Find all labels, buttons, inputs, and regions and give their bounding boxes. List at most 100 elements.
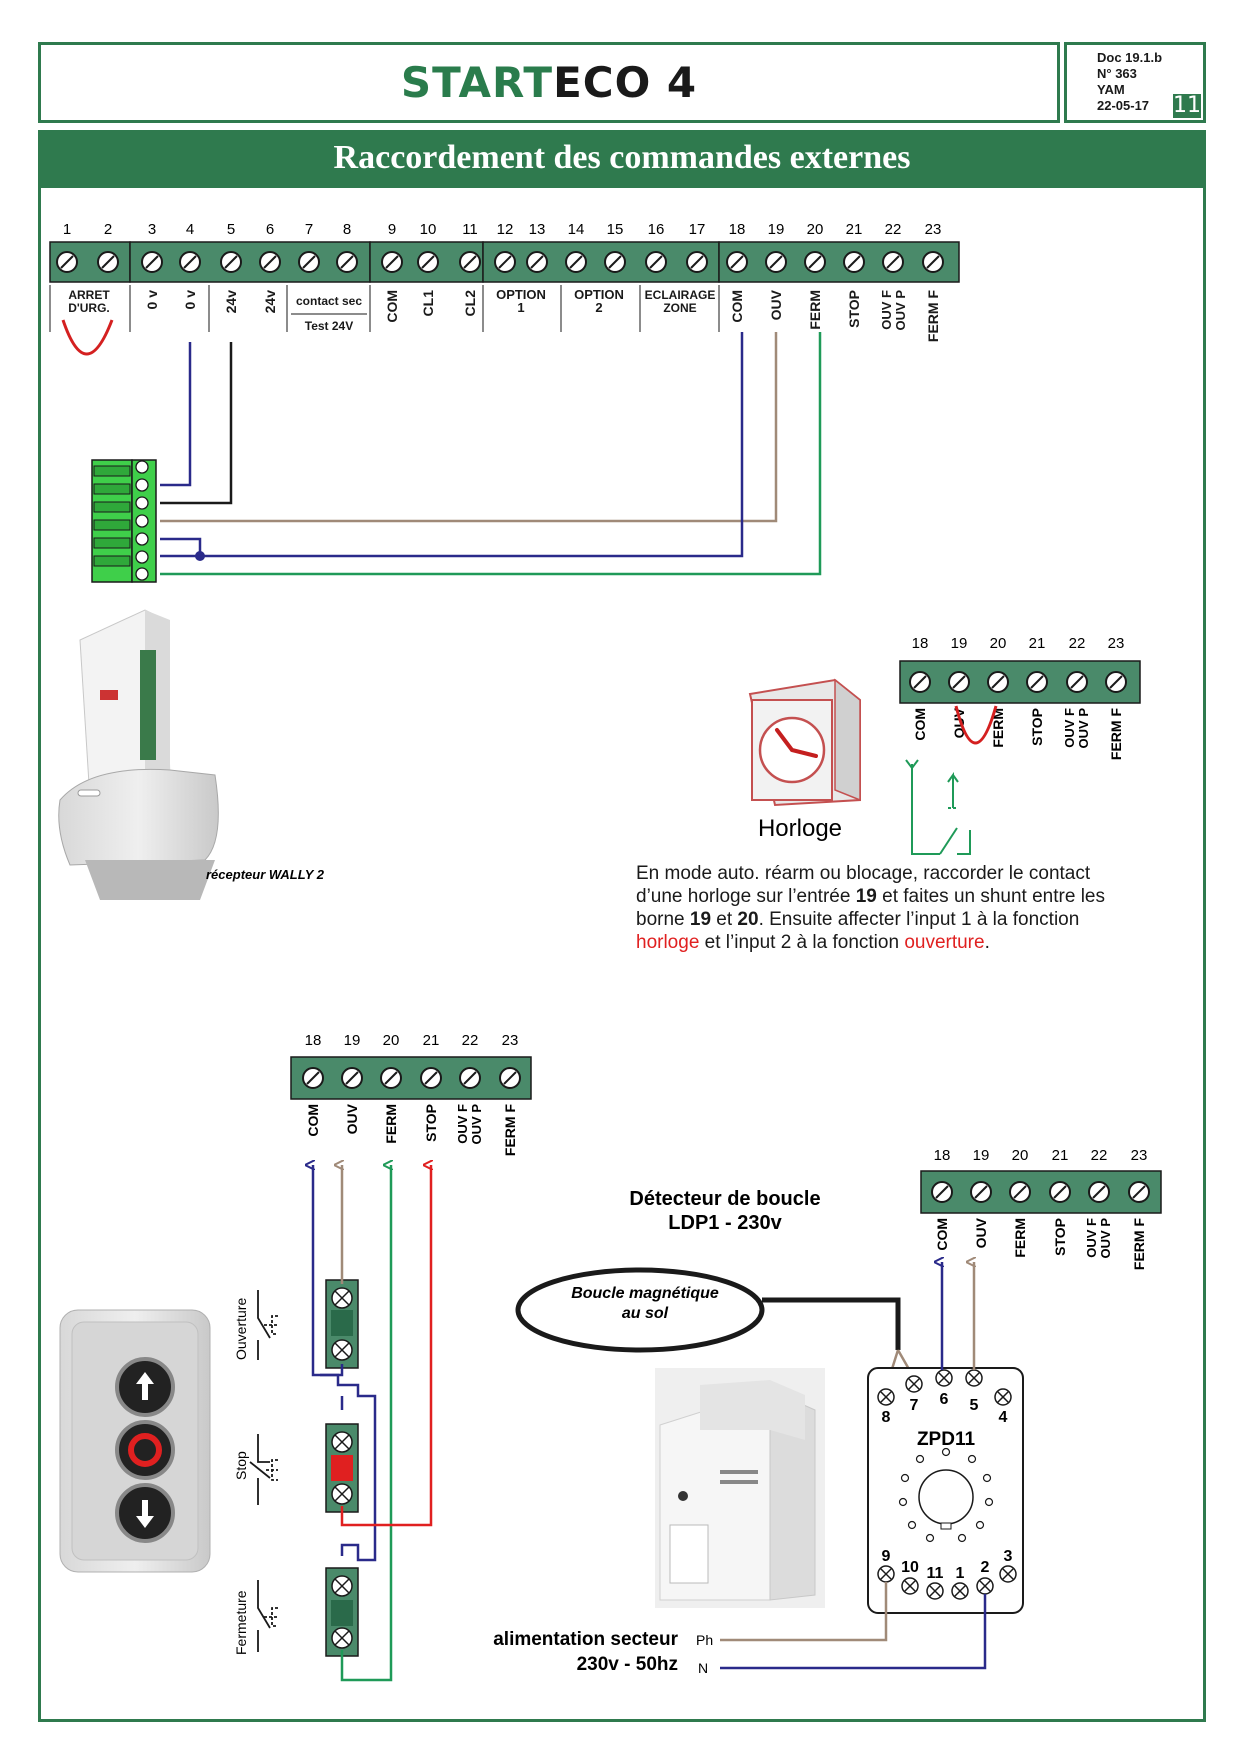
pin-8: 8 [882, 1409, 891, 1426]
desc-2b: 19 [855, 886, 877, 907]
term-num: 7 [305, 221, 313, 238]
label-com-18: COM [729, 290, 745, 323]
pin-11: 11 [927, 1565, 944, 1582]
label-fermeture: Fermeture [233, 1590, 249, 1655]
term-num: 18 [912, 635, 929, 652]
term-num: 19 [344, 1032, 361, 1049]
term-num: 8 [343, 221, 351, 238]
label-fermf: FERM F [1108, 708, 1124, 761]
desc-3c: et [711, 909, 738, 930]
label-ouvf: OUV F [1084, 1218, 1099, 1258]
term-num: 21 [1029, 635, 1046, 652]
desc-line-2: d’une horloge sur l’entrée 19 et faites … [636, 885, 1196, 908]
term-num: 22 [885, 221, 902, 238]
clock-description: En mode auto. réarm ou blocage, raccorde… [636, 862, 1196, 954]
term-num: 5 [227, 221, 235, 238]
loop-block-labels: COM OUV FERM STOP OUV F OUV P FERM F [934, 1217, 1147, 1270]
label-ouv: OUV [973, 1217, 989, 1248]
term-num: 20 [1012, 1147, 1029, 1164]
clock-terminal-block [899, 660, 1141, 704]
desc-line-1: En mode auto. réarm ou blocage, raccorde… [636, 863, 1091, 884]
label-24v-5: 24v [223, 290, 239, 314]
label-ouv: OUV [344, 1103, 360, 1134]
desc-2c: et faites un shunt entre les [876, 886, 1105, 907]
label-ferm-20: FERM [807, 290, 823, 330]
terminal-block-3-8 [129, 241, 371, 283]
label-fermf: FERM F [1131, 1218, 1147, 1271]
term-num: 23 [1108, 635, 1125, 652]
push-button-station [59, 1309, 211, 1573]
label-ouverture: Ouverture [233, 1298, 249, 1360]
terminal-block-18-23 [718, 241, 960, 283]
term-num: 23 [502, 1032, 519, 1049]
wire-ferm [160, 332, 822, 576]
desc-4a: horloge [636, 932, 700, 953]
buttons-block-numbers: 18 19 20 21 22 23 [305, 1032, 519, 1049]
doc-date: 22-05-17 [1097, 98, 1150, 113]
relay-name: ZPD11 [917, 1429, 976, 1450]
term-num: 4 [186, 221, 194, 238]
label-com: COM [934, 1218, 950, 1251]
desc-3b: 19 [689, 909, 712, 930]
label-ferm: FERM [990, 708, 1006, 748]
terminal-block-12-17 [482, 241, 720, 283]
loop-terminal-block [920, 1170, 1162, 1214]
label-24v-6: 24v [262, 290, 278, 314]
pin-5: 5 [970, 1397, 979, 1414]
push-button-terminals [325, 1279, 359, 1657]
term-num: 16 [648, 221, 665, 238]
term-num: 9 [388, 221, 396, 238]
loop-label-2: au sol [622, 1305, 669, 1322]
term-num: 13 [529, 221, 546, 238]
desc-4c: ouverture [904, 932, 985, 953]
wire-24v [160, 342, 233, 505]
terminal-screws-top [56, 251, 944, 273]
term-num: 18 [305, 1032, 322, 1049]
label-eclairage: ECLAIRAGE [645, 288, 716, 302]
supply-label-2: 230v - 50hz [577, 1654, 678, 1675]
magnetic-loop [515, 1267, 765, 1353]
label-com: COM [305, 1104, 321, 1137]
wire-neutral [720, 1594, 987, 1670]
label-stop-21: STOP [846, 290, 862, 328]
loop-title-1: Détecteur de boucle [629, 1188, 820, 1210]
wire-0v [160, 342, 192, 487]
wire-ferm [340, 1165, 391, 1682]
switch-symbols [249, 1290, 278, 1652]
term-num: 6 [266, 221, 274, 238]
desc-4d: . [984, 932, 990, 953]
wire-junction [195, 551, 205, 561]
label-option2: OPTION [574, 287, 624, 302]
label-ferm: FERM [1012, 1218, 1028, 1258]
term-num: 22 [462, 1032, 479, 1049]
neutral-label: N [698, 1660, 708, 1676]
top-labels: ARRET D'URG. 0 v 0 v 24v 24v contact sec… [68, 287, 941, 342]
doc-author: YAM [1097, 82, 1125, 97]
pin-3: 3 [1004, 1548, 1013, 1565]
label-ferm: FERM [383, 1104, 399, 1144]
loop-label-1: Boucle magnétique [571, 1285, 719, 1302]
label-cl2: CL2 [462, 290, 478, 317]
term-num: 21 [846, 221, 863, 238]
term-num: 21 [1052, 1147, 1069, 1164]
clock-block-labels: COM OUV FERM STOP OUV F OUV P FERM F [912, 707, 1124, 760]
zpd11-relay-base: 6 5 7 8 4 9 10 11 1 2 3 ZPD11 [867, 1367, 1024, 1614]
pin-9: 9 [882, 1548, 891, 1565]
label-com-9: COM [384, 290, 400, 323]
term-num: 10 [420, 221, 437, 238]
pin-7: 7 [910, 1397, 919, 1414]
term-num: 21 [423, 1032, 440, 1049]
buttons-terminal-block [290, 1056, 532, 1100]
desc-line-3: borne 19 et 20. Ensuite affecter l’input… [636, 908, 1196, 931]
label-ouv-19: OUV [768, 289, 784, 320]
label-durg: D'URG. [68, 301, 110, 315]
top-terminal-strip [49, 241, 960, 283]
pin-6: 6 [940, 1391, 949, 1408]
pin-2: 2 [981, 1559, 990, 1576]
term-num: 3 [148, 221, 156, 238]
receiver-wires [160, 332, 822, 576]
loop-output-wires [720, 1262, 987, 1670]
receiver-device-illustration [58, 609, 219, 900]
label-arret: ARRET [68, 288, 110, 302]
